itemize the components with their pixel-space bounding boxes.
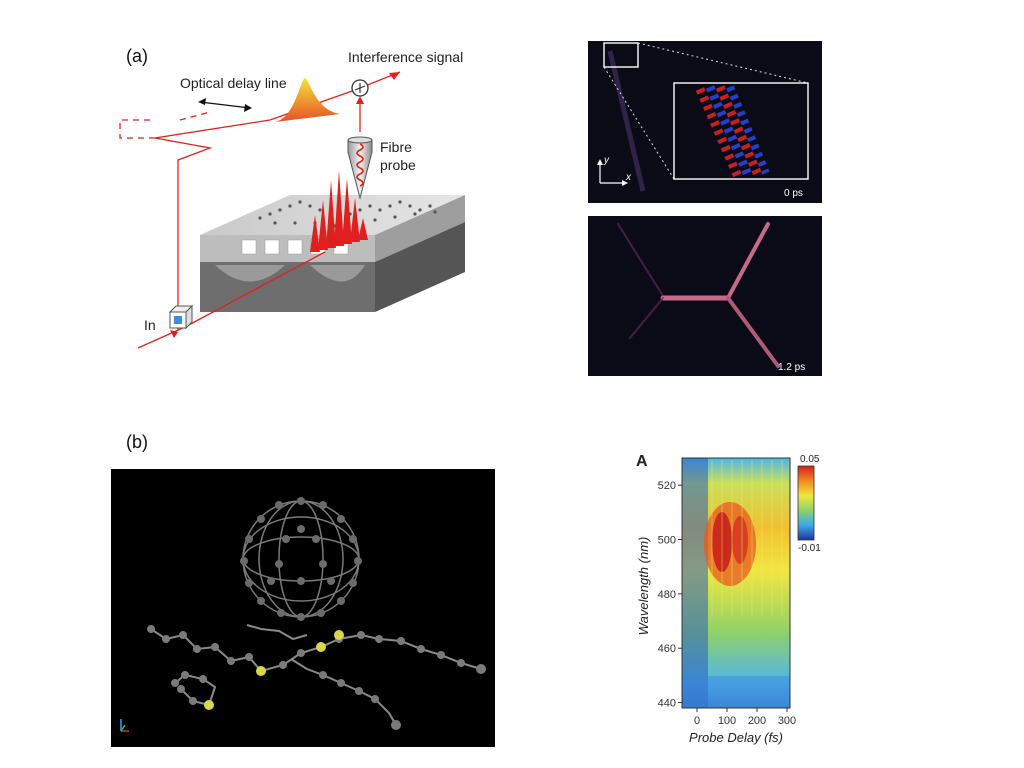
transient-absorption-heatmap: A 440 460 480 500 520 0 100 200 300 Wavelength … [636, 453, 821, 745]
y-tick-label: 500 [658, 535, 676, 547]
time-label-0ps: 0 ps [784, 188, 803, 199]
x-tick-label: 200 [748, 715, 766, 727]
axis-x-label: x [625, 172, 632, 183]
panel-label-b: (b) [126, 432, 148, 452]
delay-line-arrow [199, 101, 251, 109]
time-label-1-2ps: 1.2 ps [778, 362, 805, 373]
colorbar-min-label: -0.01 [798, 543, 821, 554]
y-axis-label: Wavelength (nm) [636, 537, 651, 636]
probe-label: probe [380, 157, 416, 173]
input-beamsplitter-cube [168, 304, 194, 330]
axes-triad-icon [120, 719, 129, 732]
axis-y-label: y [603, 155, 610, 166]
y-tick-label: 440 [658, 698, 676, 710]
sulfur-atoms [204, 630, 344, 710]
fullerene-atoms [240, 497, 362, 621]
fibre-label: Fibre [380, 139, 412, 155]
y-tick-label: 460 [658, 643, 676, 655]
x-tick-label: 300 [778, 715, 796, 727]
y-axis-ticks: 440 460 480 500 520 [658, 480, 682, 710]
heatmap-plot-area [681, 457, 791, 709]
propagating-field-pulse [310, 170, 368, 252]
x-axis-label: Probe Delay (fs) [689, 730, 783, 745]
y-tick-label: 480 [658, 589, 676, 601]
optical-delay-line-label: Optical delay line [180, 75, 287, 91]
x-tick-label: 100 [718, 715, 736, 727]
panel-label-a: (a) [126, 46, 148, 66]
photonic-crystal-slab [200, 195, 465, 312]
interference-signal-label: Interference signal [348, 49, 463, 65]
polymer-atoms [147, 625, 486, 730]
zoom-region-box [603, 42, 639, 68]
reference-pulse [275, 78, 340, 122]
y-tick-label: 520 [658, 480, 676, 492]
near-field-image-0ps: y x 0 ps [588, 41, 822, 203]
near-field-image-1-2ps: 1.2 ps [588, 216, 822, 376]
colorbar-max-label: 0.05 [800, 454, 820, 465]
optical-setup-schematic: Interference signal Optical delay line F… [119, 49, 465, 349]
fullerene-polymer-molecule-render [111, 469, 495, 747]
fibre-probe-icon [347, 96, 373, 200]
chart-panel-letter: A [636, 453, 648, 470]
colorbar: 0.05 -0.01 [797, 454, 821, 554]
detector-icon [351, 79, 369, 97]
zoom-inset [673, 82, 809, 180]
x-axis-ticks: 0 100 200 300 [694, 708, 796, 727]
input-label: In [144, 317, 156, 333]
xy-axes-icon [599, 163, 624, 184]
x-tick-label: 0 [694, 715, 700, 727]
